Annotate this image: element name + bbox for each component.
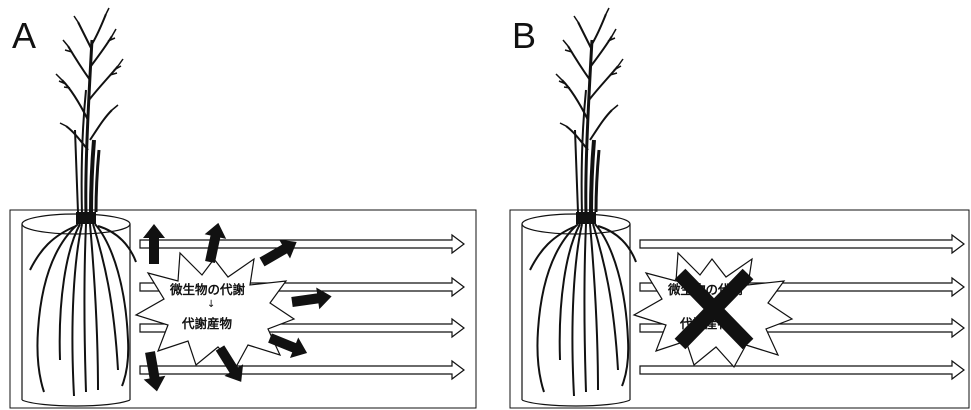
panel-b-blocked-x-icon xyxy=(0,0,971,410)
